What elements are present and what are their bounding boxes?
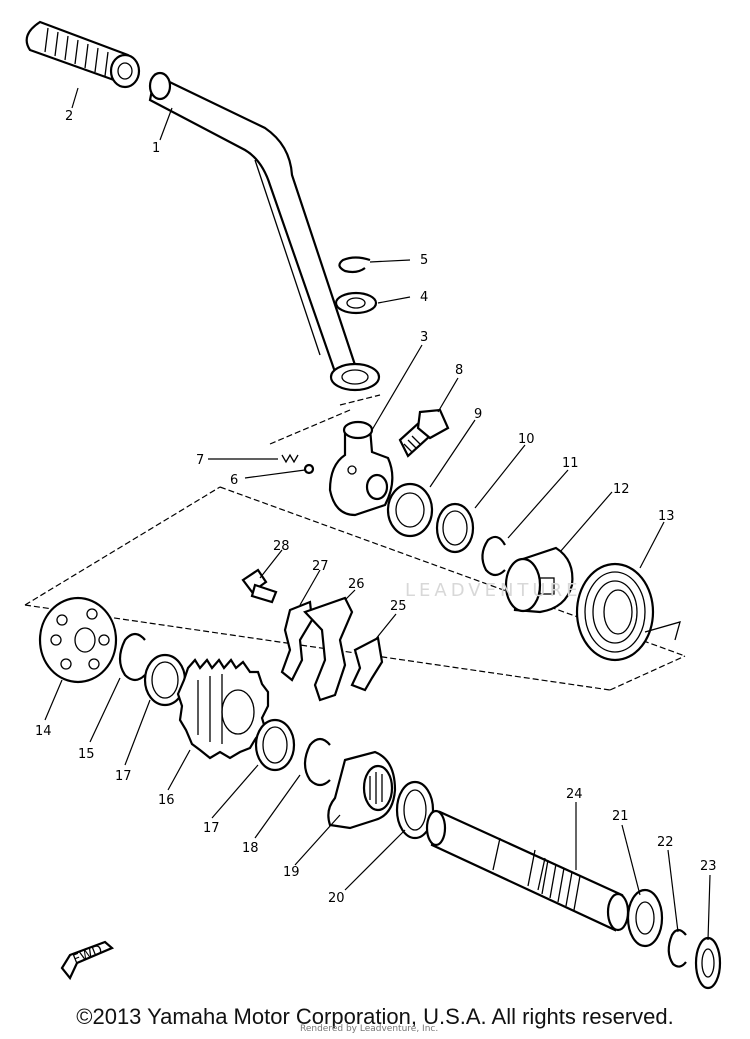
part-kick-grip (25, 20, 141, 89)
part-ratchet-guide (303, 596, 354, 702)
part-kick-boss (328, 420, 394, 517)
callout-21: 21 (612, 809, 629, 824)
part-spring-clip (395, 780, 435, 840)
part-kick-crank (148, 71, 381, 392)
callout-22: 22 (657, 835, 674, 850)
part-ball (303, 463, 315, 475)
part-circlip-11 (481, 535, 506, 577)
callout-16: 16 (158, 793, 175, 808)
fwd-arrow-icon: FWD (60, 940, 115, 981)
callout-26: 26 (348, 577, 365, 592)
part-spring (281, 453, 299, 464)
watermark: LEADVENTURE (405, 580, 582, 601)
part-washer-21 (626, 888, 664, 948)
part-clip (338, 256, 371, 274)
callout-labels: 1 2 3 4 5 6 7 8 9 10 11 12 13 14 15 16 1… (35, 109, 717, 906)
callout-17a: 17 (115, 769, 132, 784)
callout-8: 8 (455, 363, 463, 378)
part-circlip-22 (667, 928, 687, 968)
part-ratchet-wheel (327, 750, 397, 830)
callout-27: 27 (312, 559, 329, 574)
callout-28: 28 (273, 539, 290, 554)
part-bolt-28 (241, 568, 278, 604)
callout-13: 13 (658, 509, 675, 524)
fwd-label: FWD (71, 943, 105, 968)
callout-15: 15 (78, 747, 95, 762)
copyright-notice: ©2013 Yamaha Motor Corporation, U.S.A. A… (76, 1004, 674, 1029)
callout-7: 7 (196, 453, 204, 468)
callout-25: 25 (390, 599, 407, 614)
callout-18: 18 (242, 841, 259, 856)
part-bolt (398, 408, 450, 458)
part-torsion-spring (575, 562, 681, 662)
callout-10: 10 (518, 432, 535, 447)
callout-12: 12 (613, 482, 630, 497)
callout-17b: 17 (203, 821, 220, 836)
part-spring-guide (504, 546, 574, 614)
callout-6: 6 (230, 473, 238, 488)
part-washer-17b (254, 718, 296, 772)
callout-20: 20 (328, 891, 345, 906)
part-circlip-18 (303, 737, 331, 787)
part-washer-23 (694, 936, 722, 990)
callout-11: 11 (562, 456, 579, 471)
part-oil-seal (386, 482, 434, 538)
part-stopper-plate (350, 636, 384, 692)
callout-23: 23 (700, 859, 717, 874)
callout-14: 14 (35, 724, 52, 739)
callout-4: 4 (420, 290, 428, 305)
part-circlip-15 (118, 632, 146, 682)
assembly-reference-lines (24, 394, 686, 691)
leader-lines (44, 87, 711, 941)
exploded-parts-diagram: FWD 1 2 3 4 5 (24, 20, 722, 990)
callout-9: 9 (474, 407, 482, 422)
part-kick-gear (176, 658, 270, 760)
part-washer-10 (435, 502, 475, 554)
part-washer (334, 291, 378, 315)
callout-19: 19 (283, 865, 300, 880)
callout-5: 5 (420, 253, 428, 268)
callout-24: 24 (566, 787, 583, 802)
callout-1: 1 (152, 141, 160, 156)
render-credit: Rendered by Leadventure, Inc. (300, 1024, 439, 1034)
callout-3: 3 (420, 330, 428, 345)
part-plate (38, 596, 118, 684)
part-kick-axle (425, 809, 630, 932)
callout-2: 2 (65, 109, 73, 124)
